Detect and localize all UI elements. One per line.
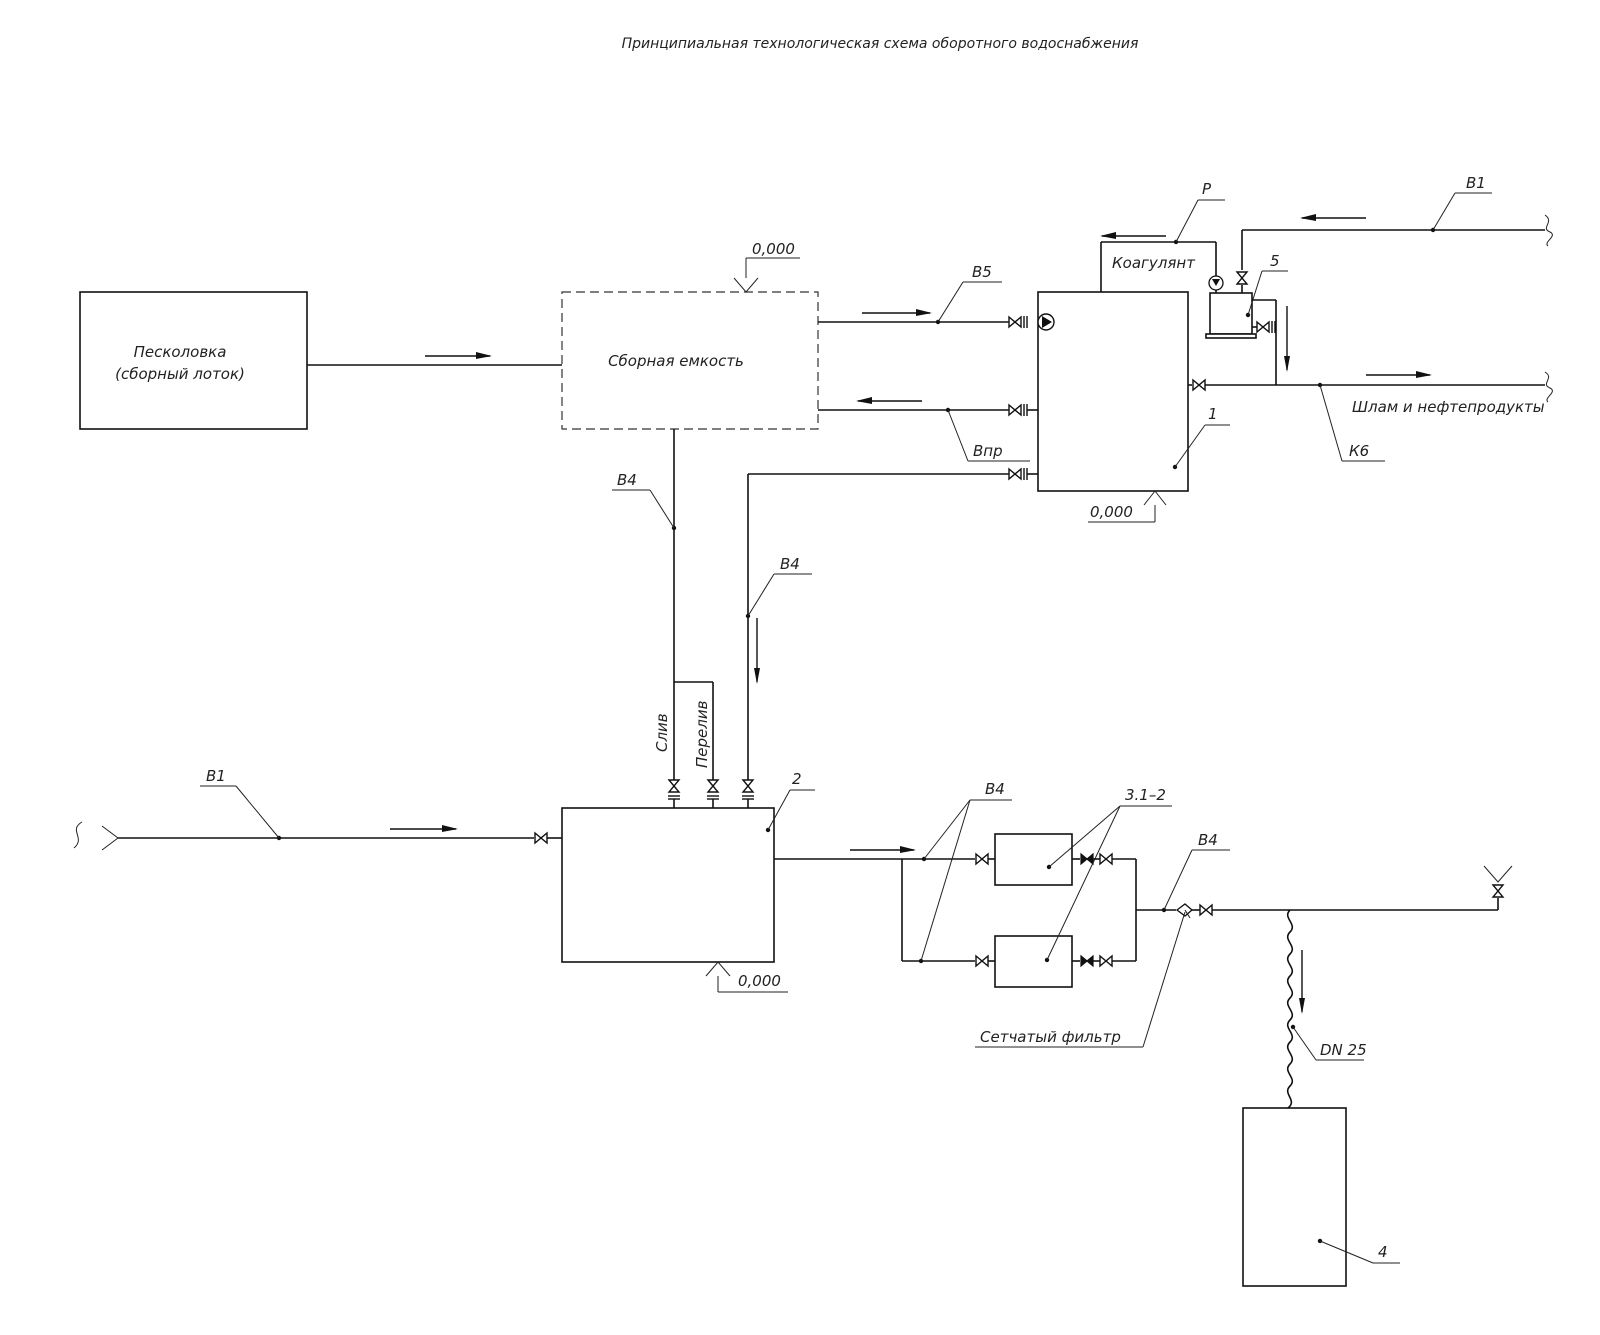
- sand-trap-block: Песколовка (сборный лоток): [79, 291, 308, 430]
- level-mark: 0,000: [733, 240, 800, 293]
- flow-arrow: [1366, 371, 1432, 378]
- equipment-2: [561, 807, 775, 963]
- flow-arrow: [754, 618, 760, 684]
- flow-arrow: [1284, 306, 1290, 372]
- sand-trap-label: Песколовка: [134, 343, 227, 361]
- flow-arrow: [1300, 214, 1366, 221]
- filter-3-2: [994, 935, 1073, 988]
- equipment-4: [1242, 1107, 1347, 1287]
- level-value: 0,000: [752, 240, 795, 258]
- label-coagulant: Коагулянт: [1112, 254, 1196, 272]
- sand-trap-label-2: (сборный лоток): [115, 365, 245, 383]
- flow-arrow: [850, 846, 916, 853]
- position-5: 5: [1270, 252, 1280, 270]
- position-1: 1: [1208, 405, 1218, 423]
- equipment-1: [1037, 291, 1189, 492]
- label-b4: В4: [1198, 831, 1218, 849]
- label-b4: В4: [985, 780, 1005, 798]
- flow-arrow: [862, 309, 932, 316]
- level-value: 0,000: [738, 972, 781, 990]
- label-b5: В5: [972, 263, 992, 281]
- position-4: 4: [1378, 1243, 1388, 1261]
- label-mesh-filter: Сетчатый фильтр: [980, 1028, 1121, 1046]
- label-b4: В4: [617, 471, 637, 489]
- flow-arrow: [1299, 950, 1305, 1014]
- label-b1: В1: [206, 767, 226, 785]
- equipment-5: [1209, 292, 1253, 335]
- flow-arrow: [856, 397, 922, 404]
- label-drain: Слив: [653, 713, 671, 752]
- label-sludge: Шлам и нефтепродукты: [1352, 398, 1545, 416]
- label-overflow: Перелив: [693, 700, 711, 768]
- flow-arrow: [1100, 232, 1166, 239]
- label-b1: В1: [1466, 174, 1486, 192]
- filter-3-1: [994, 833, 1073, 886]
- collector-tank: Сборная емкость: [561, 291, 819, 430]
- label-p: Р: [1202, 180, 1212, 198]
- label-bpr: Впр: [973, 442, 1003, 460]
- flow-arrow: [425, 352, 492, 359]
- label-dn25: DN 25: [1320, 1041, 1367, 1059]
- level-mark: 0,000: [705, 961, 788, 993]
- scheme-title: Принципиальная технологическая схема обо…: [622, 36, 1139, 52]
- level-value: 0,000: [1090, 503, 1133, 521]
- level-mark: 0,000: [1088, 490, 1167, 523]
- flow-arrow: [390, 825, 458, 832]
- collector-label: Сборная емкость: [608, 352, 744, 370]
- label-b4: В4: [780, 555, 800, 573]
- label-k6: К6: [1349, 442, 1369, 460]
- position-3: 3.1–2: [1125, 786, 1166, 804]
- position-2: 2: [792, 770, 802, 788]
